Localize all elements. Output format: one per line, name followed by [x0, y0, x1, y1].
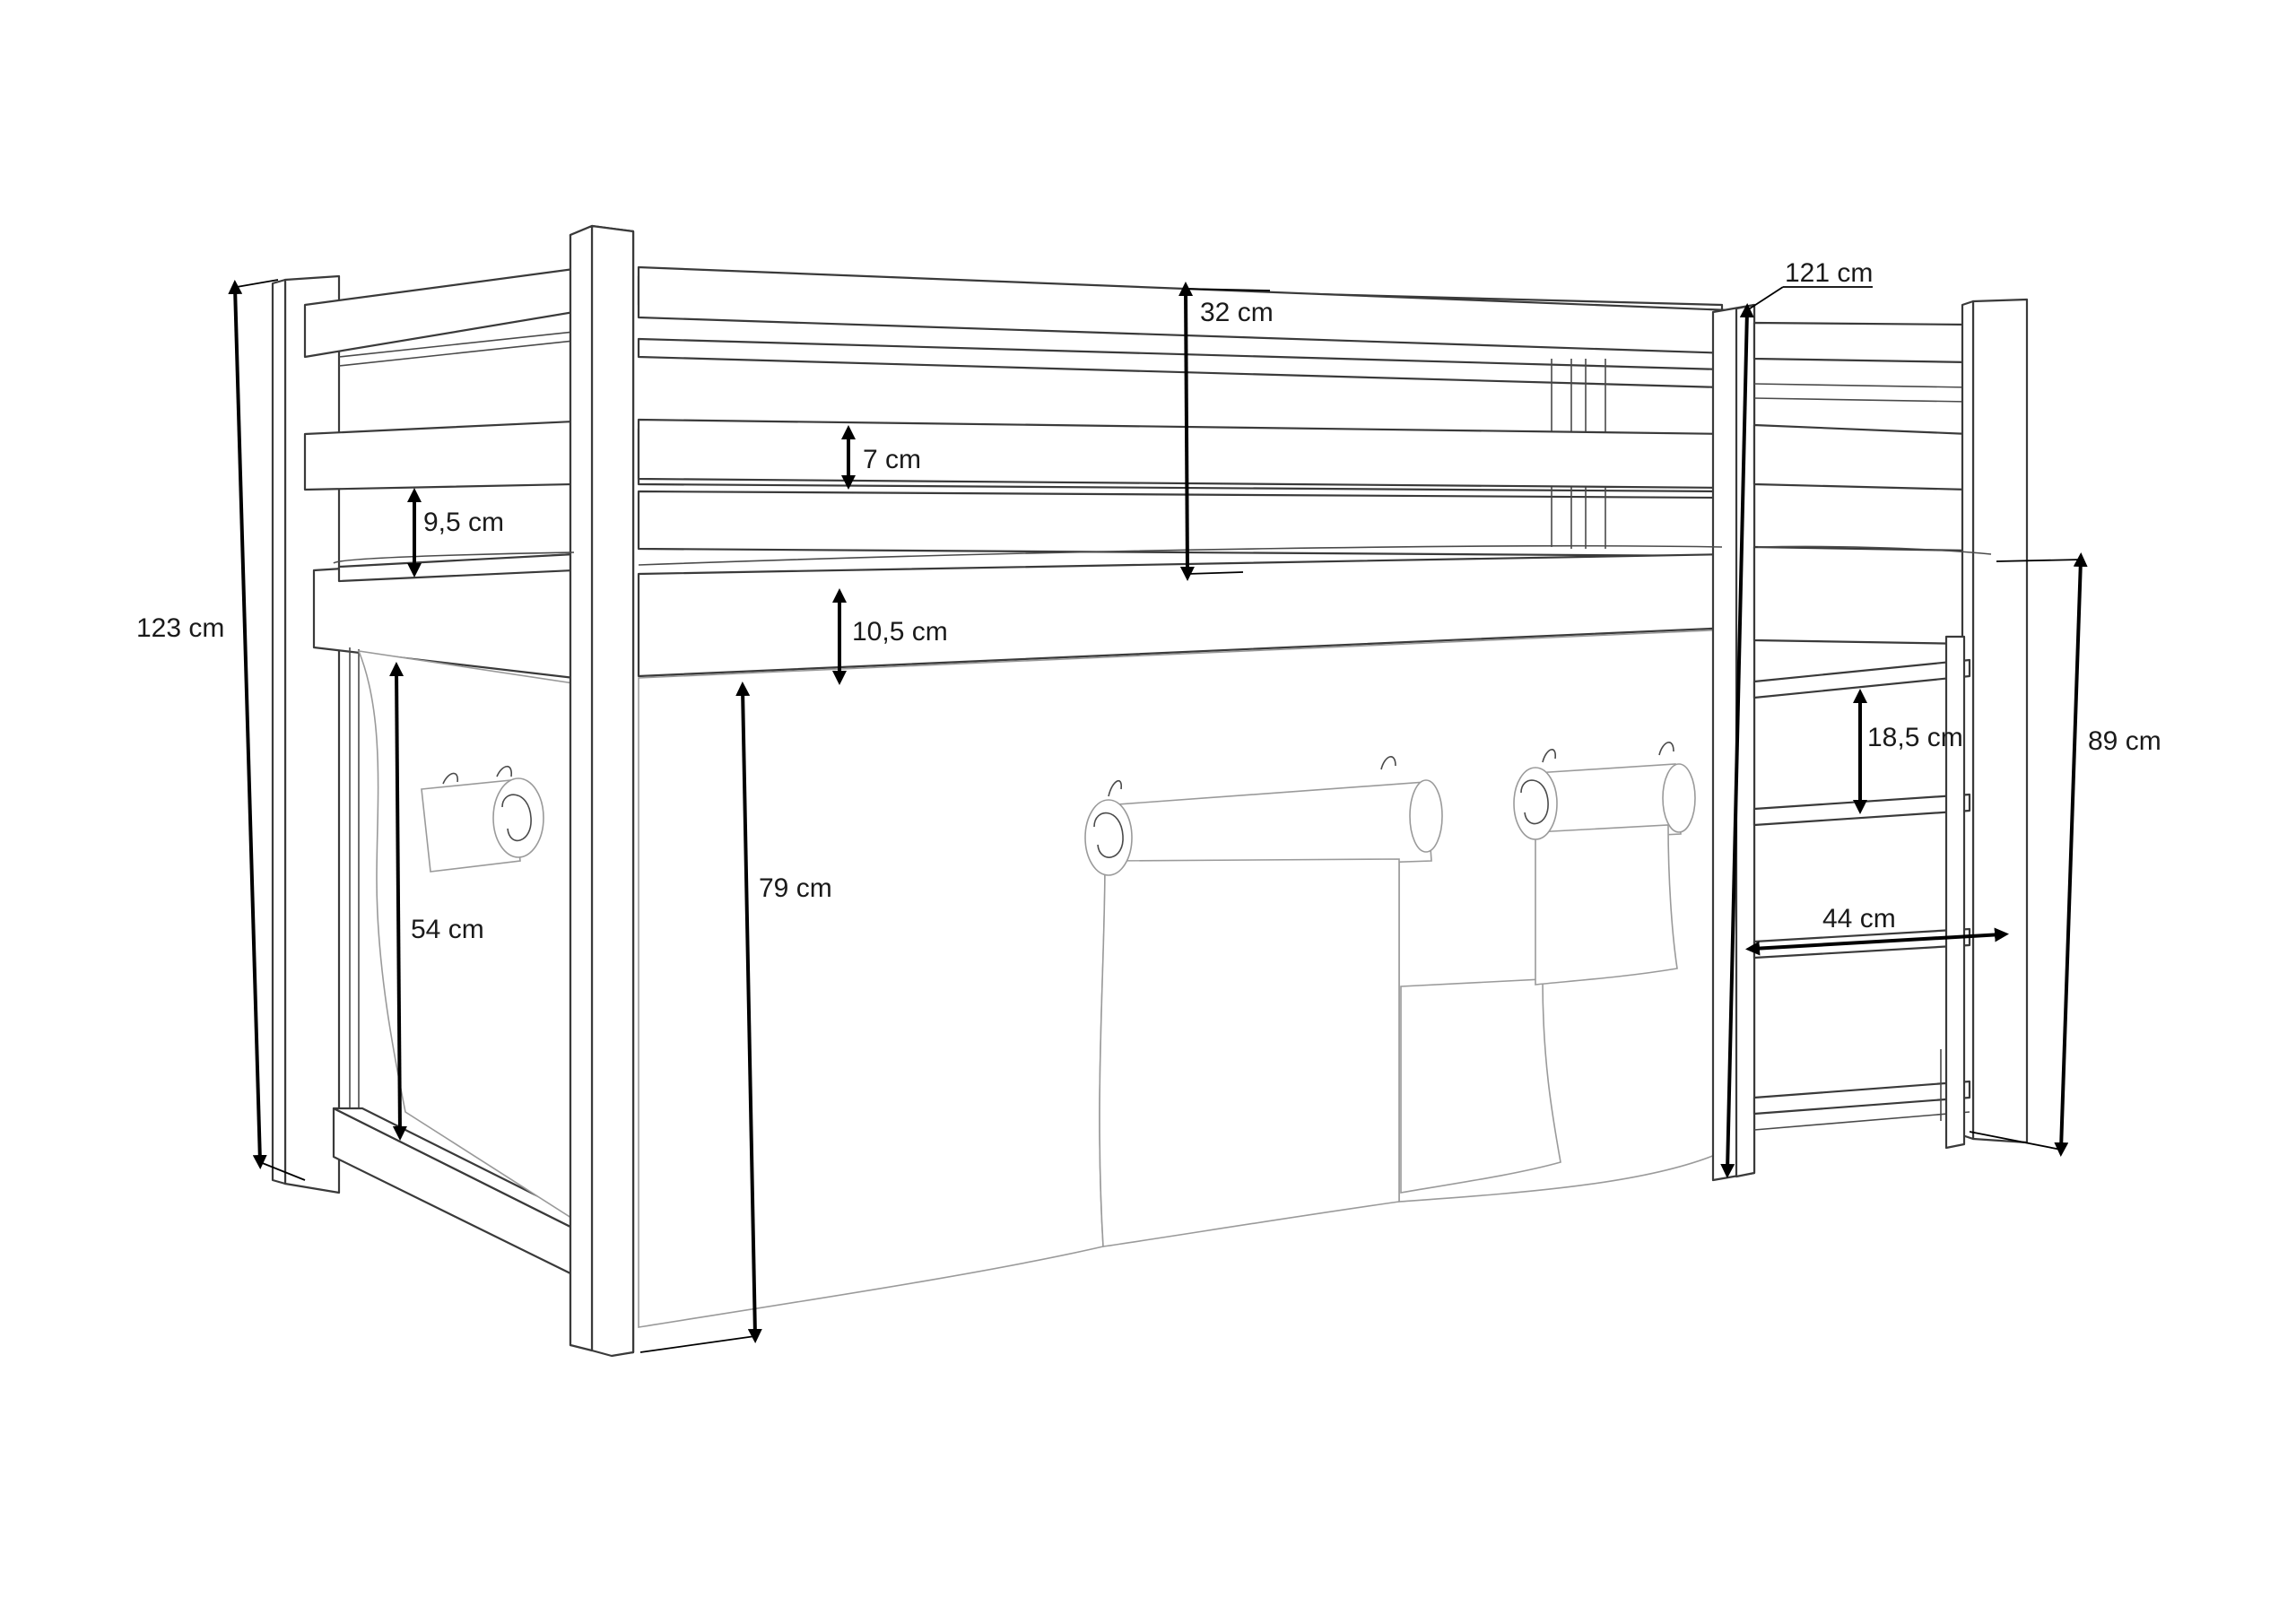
dimension-width-total: 121 cm: [1720, 258, 1873, 1178]
dimension-under-height: 79 cm: [639, 682, 832, 1353]
left-back-post: [271, 274, 341, 1194]
left-curtain-roll: [421, 765, 544, 873]
right-end-rails: [1752, 321, 1971, 646]
dimension-ladder-height: 89 cm: [1969, 552, 2161, 1157]
dimension-ladder-width: 44 cm: [1745, 904, 2009, 956]
right-back-post: [1961, 298, 2029, 1144]
label-ladder-width: 44 cm: [1822, 904, 1896, 934]
label-under-height: 79 cm: [759, 873, 832, 903]
dimension-rail-height: 32 cm: [1178, 282, 1274, 581]
mattress: [333, 545, 1992, 566]
label-ladder-step-gap: 18,5 cm: [1867, 723, 1963, 752]
bed-illustration: [271, 224, 2029, 1358]
dimension-inner-height: 54 cm: [389, 662, 484, 1141]
dimension-ladder-step-gap: 18,5 cm: [1853, 689, 1963, 814]
dimension-rail-gap: 9,5 cm: [407, 488, 504, 578]
left-end-rails: [303, 267, 576, 1123]
dimension-annotations: 123 cm 32 cm 7 cm 9,5 cm 10,5 cm 7: [136, 258, 2161, 1353]
dimension-height-total: 123 cm: [136, 279, 306, 1181]
label-rail-height: 32 cm: [1200, 298, 1274, 327]
dimension-rail-board: 7 cm: [841, 425, 921, 490]
label-rail-gap: 9,5 cm: [423, 508, 504, 537]
front-curtain-roll-left: [1084, 756, 1443, 1247]
label-ladder-height: 89 cm: [2088, 726, 2161, 756]
right-front-post: [1711, 303, 1756, 1182]
left-front-post: [569, 224, 635, 1358]
label-height-total: 123 cm: [136, 613, 224, 643]
label-inner-height: 54 cm: [411, 915, 484, 944]
dimension-frame-board: 10,5 cm: [832, 588, 948, 685]
label-width-total: 121 cm: [1785, 258, 1873, 288]
label-rail-board: 7 cm: [863, 445, 921, 474]
front-curtain-roll-right: [1513, 742, 1696, 986]
front-fabric: [638, 629, 1732, 1328]
label-frame-board: 10,5 cm: [852, 617, 948, 647]
